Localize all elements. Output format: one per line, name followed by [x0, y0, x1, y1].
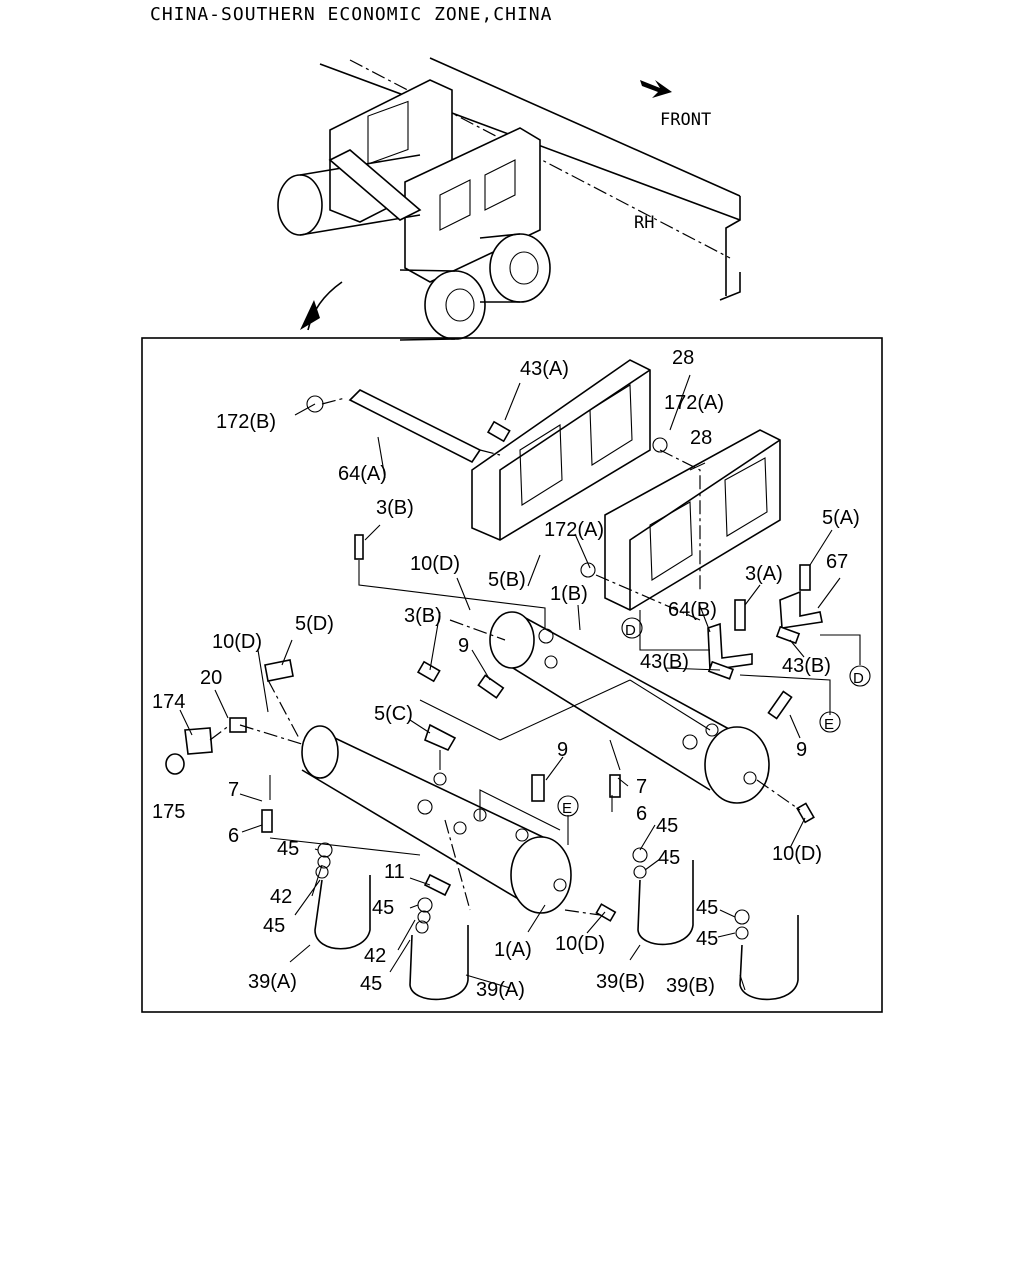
callout-175: 175 [152, 801, 185, 823]
callout-45-b: 45 [656, 815, 678, 837]
callout-45-c: 45 [658, 847, 680, 869]
svg-text:E: E [562, 800, 572, 817]
callout-3B-mid: 3(B) [404, 605, 442, 627]
detail-illustration [165, 359, 861, 1001]
vehicle-overview-illustration [277, 57, 741, 341]
callout-11: 11 [384, 861, 405, 883]
callout-28-lower: 28 [690, 427, 712, 449]
callout-45-a: 45 [277, 838, 299, 860]
ref-marker-D-b: D [849, 665, 871, 687]
callout-6-right: 6 [636, 803, 647, 825]
callout-45-f: 45 [696, 897, 718, 919]
leader-lines [179, 374, 841, 991]
callout-1B: 1(B) [550, 583, 588, 605]
callout-43A: 43(A) [520, 358, 569, 380]
svg-text:D: D [625, 622, 636, 639]
callout-5D: 5(D) [295, 613, 334, 635]
callout-7-left: 7 [228, 779, 239, 801]
callout-1A: 1(A) [494, 939, 532, 961]
callout-10D-top: 10(D) [410, 553, 460, 575]
callout-43B-right: 43(B) [782, 655, 831, 677]
callout-28-upper: 28 [672, 347, 694, 369]
callout-9-top: 9 [458, 635, 469, 657]
callout-3A: 3(A) [745, 563, 783, 585]
callout-9-right: 9 [796, 739, 807, 761]
detail-frame [141, 337, 883, 1013]
callout-39A-right: 39(A) [476, 979, 525, 1001]
callout-43B-left: 43(B) [640, 651, 689, 673]
callout-174: 174 [152, 691, 185, 713]
callout-9-mid: 9 [557, 739, 568, 761]
callout-67: 67 [826, 551, 848, 573]
callout-5A: 5(A) [822, 507, 860, 529]
front-arrow-icon [640, 80, 672, 98]
callout-45-h: 45 [360, 973, 382, 995]
callout-45-d: 45 [263, 915, 285, 937]
callout-3B-top: 3(B) [376, 497, 414, 519]
callout-10D-right: 10(D) [772, 843, 822, 865]
callout-64A: 64(A) [338, 463, 387, 485]
callout-64B: 64(B) [668, 599, 717, 621]
callout-20: 20 [200, 667, 222, 689]
callout-39B-right: 39(B) [666, 975, 715, 997]
callout-172B: 172(B) [216, 411, 276, 433]
callout-39B-left: 39(B) [596, 971, 645, 993]
callout-42-b: 42 [364, 945, 386, 967]
ref-marker-E-b: E [557, 795, 579, 817]
callout-10D-left: 10(D) [212, 631, 262, 653]
callout-42-a: 42 [270, 886, 292, 908]
ref-marker-E-a: E [819, 711, 841, 733]
callout-172A-mid: 172(A) [544, 519, 604, 541]
callout-5B: 5(B) [488, 569, 526, 591]
callout-45-g: 45 [696, 928, 718, 950]
callout-5C: 5(C) [374, 703, 413, 725]
callout-6-left: 6 [228, 825, 239, 847]
front-label: FRONT [660, 110, 711, 130]
ref-marker-D-a: D [621, 617, 643, 639]
svg-text:E: E [824, 716, 834, 733]
svg-text:D: D [853, 670, 864, 687]
callout-39A-left: 39(A) [248, 971, 297, 993]
page-title: CHINA-SOUTHERN ECONOMIC ZONE,CHINA [150, 4, 553, 25]
callout-45-e: 45 [372, 897, 394, 919]
rh-label: RH [634, 213, 654, 233]
callout-10D-bottom: 10(D) [555, 933, 605, 955]
callout-7-right: 7 [636, 776, 647, 798]
callout-172A-top: 172(A) [664, 392, 724, 414]
